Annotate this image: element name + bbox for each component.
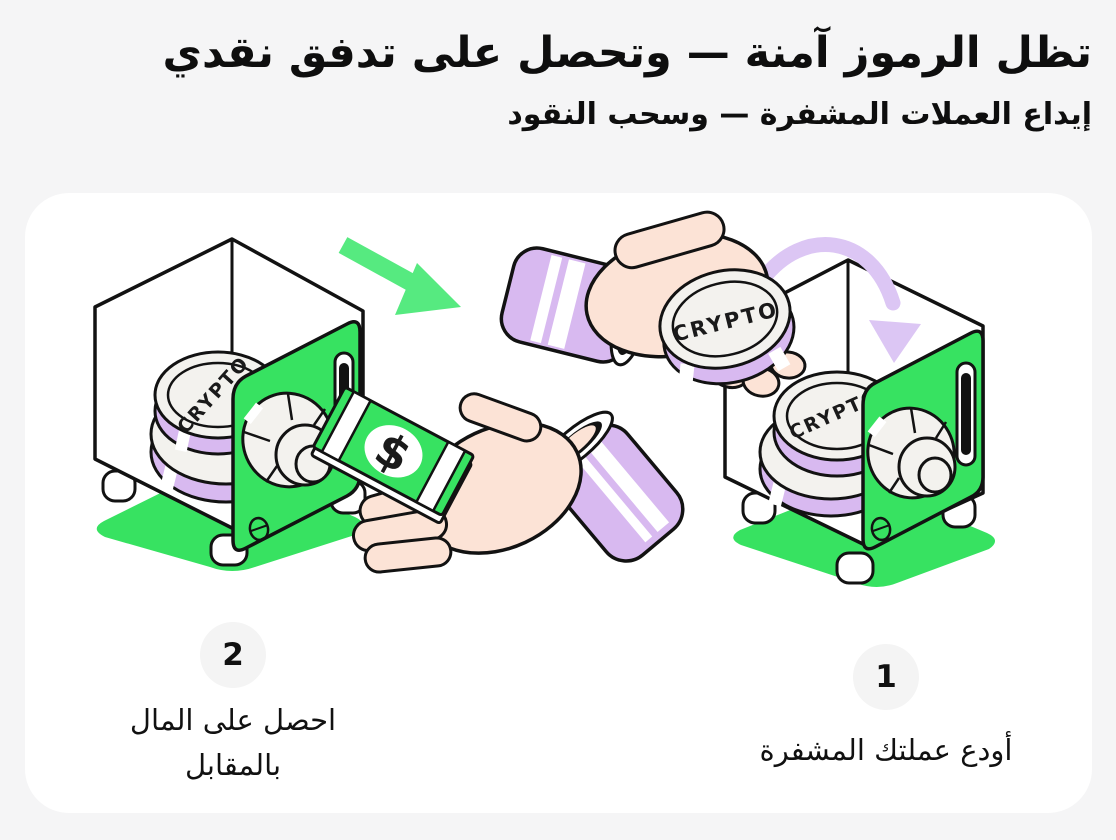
left-safe-door <box>231 320 362 552</box>
crypto-coin: CRYPTO <box>658 268 796 387</box>
step-2-label: احصل على المال بالمقابل <box>129 703 337 782</box>
page-subtitle: إيداع العملات المشفرة — وسحب النقود <box>507 97 1092 132</box>
right-safe-slot <box>955 361 977 467</box>
safe-brand-mark <box>870 516 892 542</box>
safes-illustration: CRYPTO <box>93 210 996 587</box>
curved-arrow-icon <box>755 237 921 363</box>
step-2-badge: 2 <box>200 622 266 688</box>
right-safe-dial <box>866 406 957 500</box>
step-1-label: أودع عملتك المشفرة <box>759 733 1013 767</box>
left-safe-dial <box>241 391 336 489</box>
page-header: تظل الرموز آمنة — وتحصل على تدفق نقدي إي… <box>24 24 1093 136</box>
step-2-number: 2 <box>222 637 244 673</box>
dollar-bill: $ <box>310 386 475 525</box>
step-1-number: 1 <box>875 659 897 695</box>
page-title: تظل الرموز آمنة — وتحصل على تدفق نقدي <box>162 28 1093 78</box>
safe-brand-mark <box>248 516 270 542</box>
depositing-hand: CRYPTO <box>499 210 807 398</box>
cash-out-scene: CRYPTO <box>93 237 685 574</box>
deposit-scene: CRYPTO <box>499 210 996 587</box>
down-right-arrow-icon <box>338 237 461 315</box>
illustration-card: CRYPTO <box>25 193 1092 813</box>
right-safe-door <box>861 329 985 551</box>
step-1-badge: 1 <box>853 644 919 710</box>
